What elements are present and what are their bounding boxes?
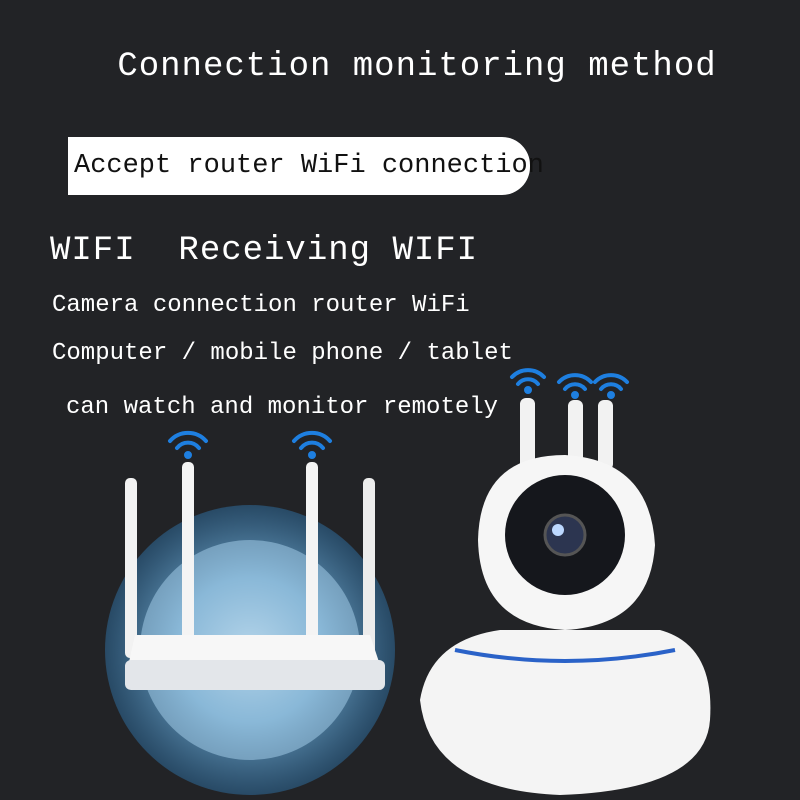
wifi-icon bbox=[168, 368, 629, 459]
description-line: can watch and monitor remotely bbox=[66, 394, 499, 421]
feature-label: Accept router WiFi connection bbox=[68, 137, 544, 195]
camera-image bbox=[420, 398, 711, 795]
section-heading: WIFI Receiving WIFI bbox=[50, 232, 479, 270]
description-line: Computer / mobile phone / tablet bbox=[52, 340, 513, 367]
description-line: Camera connection router WiFi bbox=[52, 292, 470, 319]
router-image bbox=[125, 462, 385, 690]
page-title: Connection monitoring method bbox=[117, 48, 717, 86]
